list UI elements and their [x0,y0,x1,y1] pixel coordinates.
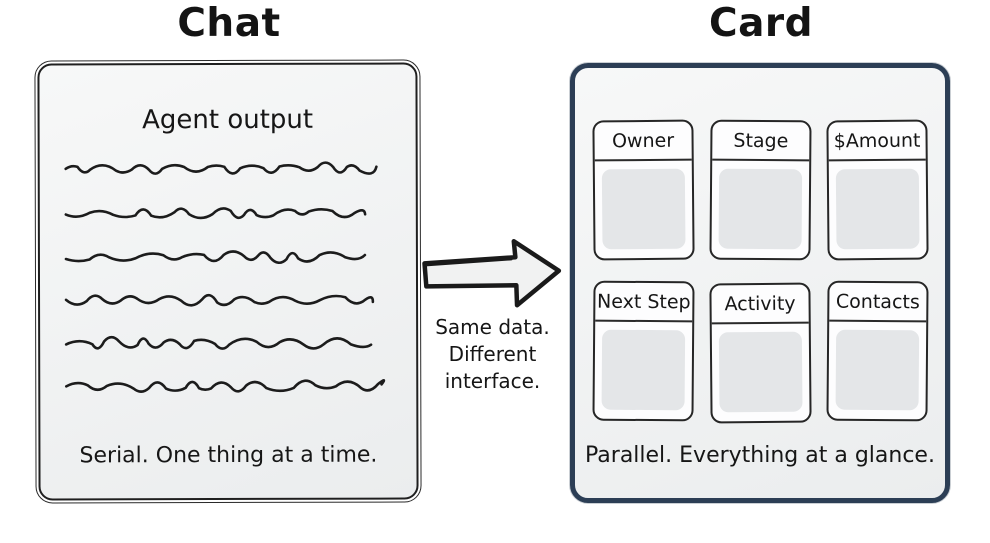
card-body-placeholder [601,168,686,250]
scribble-line [64,335,373,350]
card-label: Contacts [829,282,927,323]
card-panel: Owner Stage $Amount Next Step Activity C… [570,63,950,503]
card-body-placeholder [835,168,920,250]
card-label: Next Step [595,282,693,323]
serial-caption: Serial. One thing at a time. [79,442,378,469]
card-title: Card [708,1,814,46]
card-contacts: Contacts [826,280,929,422]
parallel-caption: Parallel. Everything at a glance. [585,443,935,468]
card-label: $Amount [828,121,926,162]
scribble-line [64,379,386,393]
chat-title: Chat [177,1,281,46]
scribble-line [64,207,367,220]
scribble-line [64,293,375,307]
card-body-placeholder [835,329,920,411]
scribble-line [64,161,378,175]
card-body-placeholder [718,168,803,250]
card-label: Activity [711,284,809,325]
card-stage: Stage [709,119,812,261]
scribble-line [64,250,367,265]
card-body-placeholder [601,329,686,411]
right-arrow-icon [422,239,562,308]
card-amount: $Amount [826,119,929,261]
card-next-step: Next Step [592,280,695,422]
agent-output-heading: Agent output [142,104,314,136]
card-activity: Activity [709,282,812,424]
card-label: Stage [712,121,810,162]
chat-panel: Agent output Serial. One thing at a time… [33,58,423,505]
scribble-lines-icon [64,161,386,393]
card-label: Owner [594,121,692,162]
card-body-placeholder [718,331,803,413]
card-owner: Owner [592,119,695,261]
same-data-caption: Same data. Different interface. [435,315,550,393]
